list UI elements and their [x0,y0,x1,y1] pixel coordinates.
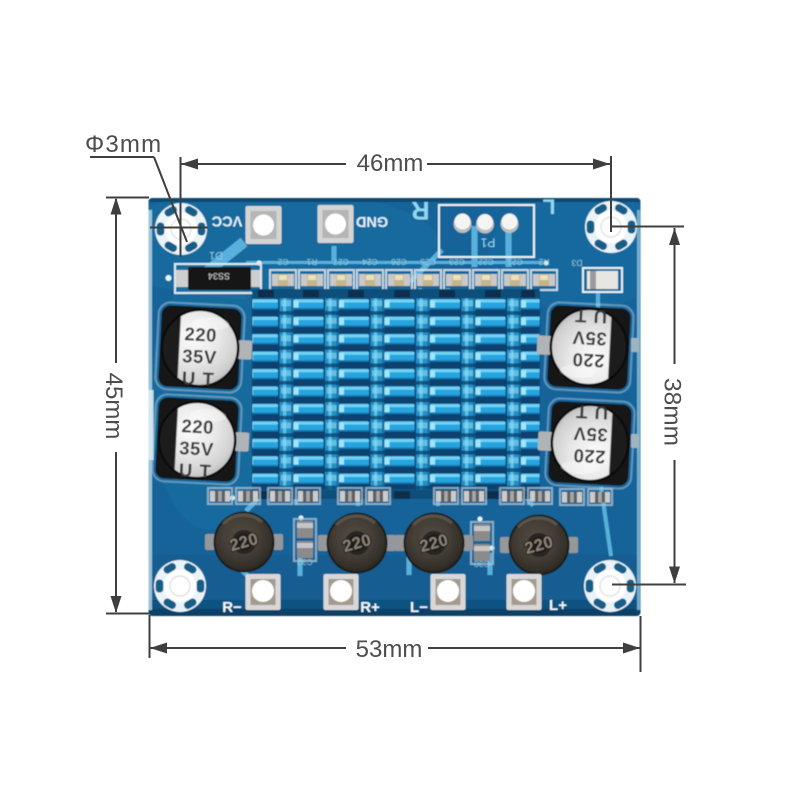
svg-text:R: R [411,196,429,224]
svg-text:C26: C26 [391,257,407,267]
svg-text:D1: D1 [209,249,223,261]
svg-text:GND: GND [356,213,388,229]
svg-text:46mm: 46mm [357,150,424,177]
svg-text:VCC: VCC [211,213,242,229]
svg-text:SS34: SS34 [208,271,230,281]
svg-text:L: L [542,195,555,218]
svg-text:P1: P1 [480,236,495,250]
svg-text:C25: C25 [420,257,436,267]
svg-text:R1: R1 [306,257,317,267]
svg-text:45mm: 45mm [100,373,127,440]
svg-text:C2: C2 [277,257,288,267]
svg-text:L−: L− [410,599,428,616]
svg-text:C23: C23 [449,257,465,267]
svg-text:C30: C30 [474,559,490,569]
svg-text:53mm: 53mm [356,636,423,663]
svg-text:R2: R2 [538,257,549,267]
svg-text:D3: D3 [571,258,582,268]
svg-text:C22: C22 [478,257,494,267]
svg-text:R+: R+ [360,599,380,616]
svg-text:C21: C21 [507,257,523,267]
svg-text:L+: L+ [549,597,567,614]
svg-text:R−: R− [222,599,242,616]
svg-text:C24: C24 [362,257,378,267]
svg-text:C32: C32 [297,557,313,567]
svg-text:C27: C27 [333,257,349,267]
svg-text:Φ3mm: Φ3mm [85,131,162,158]
svg-text:38mm: 38mm [659,378,686,446]
